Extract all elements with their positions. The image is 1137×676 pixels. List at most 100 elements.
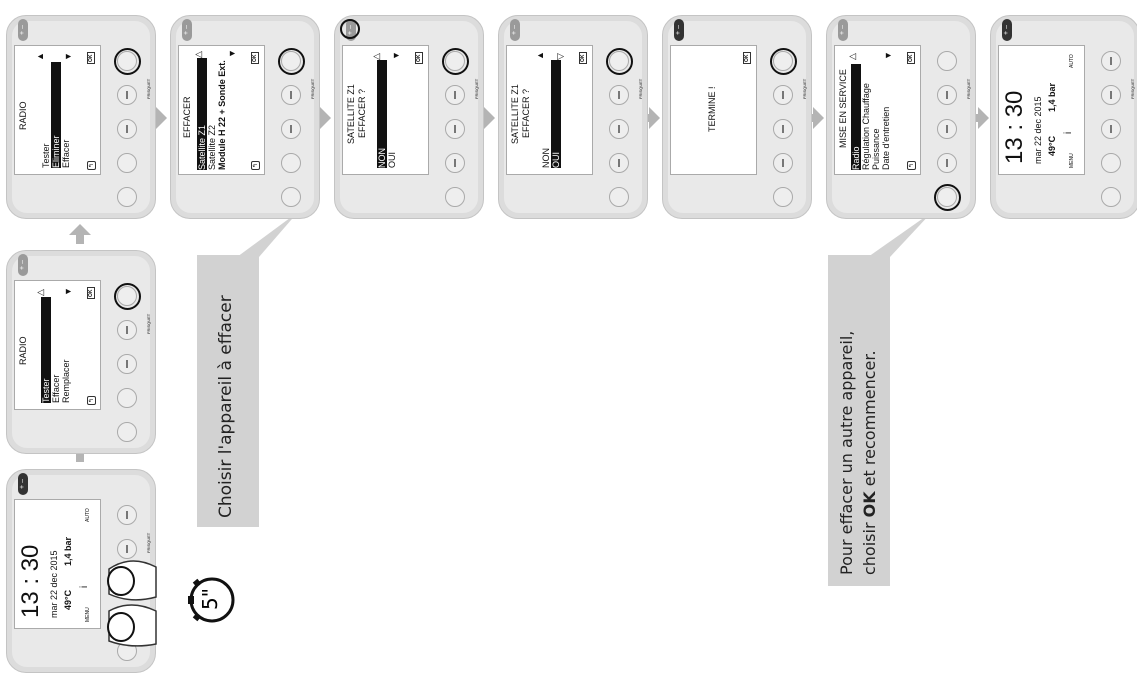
info-button[interactable] — [609, 119, 629, 139]
finger-press-icons — [107, 560, 157, 647]
menu-item-module[interactable]: Module H 22 + Sonde Ext. — [217, 60, 227, 170]
auto-button[interactable] — [117, 85, 137, 105]
info-button[interactable] — [117, 119, 137, 139]
temperature: 49°C — [1047, 135, 1057, 156]
back-button[interactable] — [445, 187, 465, 207]
auto-button[interactable] — [773, 85, 793, 105]
scroll-up-icon: △ — [847, 53, 857, 60]
plus-minus-buttons[interactable]: + – — [18, 473, 28, 495]
menu-item-entretien[interactable]: Date d'entretien — [881, 106, 891, 170]
mode-button[interactable] — [1101, 51, 1121, 71]
plus-minus-buttons[interactable]: + – — [182, 19, 192, 41]
option-oui[interactable]: OUI — [551, 60, 561, 168]
brand-label: FRISQUET — [1130, 78, 1135, 99]
screen-radio-eliminer: RADIO Tester Eliminer Effacer ▲ ▼ ↰ OK — [14, 45, 101, 175]
menu-item-satellite-z1[interactable]: Satellite Z1 — [197, 58, 207, 170]
menu-button[interactable] — [609, 153, 629, 173]
arrow-shaft — [76, 235, 84, 244]
option-non[interactable]: NON — [377, 60, 387, 168]
scroll-up-icon: △ — [35, 289, 45, 296]
menu-button[interactable] — [937, 153, 957, 173]
scroll-up-icon: ▲ — [535, 51, 545, 60]
info-button[interactable] — [1101, 119, 1121, 139]
auto-button[interactable] — [281, 85, 301, 105]
menu-item-tester[interactable]: Tester — [41, 143, 51, 168]
arrow-shaft — [76, 453, 84, 462]
scroll-up-icon: △ — [371, 53, 381, 60]
callout-erase-another — [828, 255, 890, 586]
ok-button[interactable] — [937, 51, 957, 71]
confirm-line1: SATELLITE Z1 — [510, 84, 520, 144]
auto-button[interactable] — [445, 85, 465, 105]
brand-label: FRISQUET — [966, 78, 971, 99]
back-button[interactable] — [1101, 187, 1121, 207]
menu-button[interactable] — [445, 153, 465, 173]
auto-label: AUTO — [85, 508, 91, 522]
back-icon: ↰ — [251, 160, 260, 170]
scroll-up-icon: ▲ — [35, 52, 45, 61]
scroll-down-icon: ▼ — [391, 51, 401, 60]
device-termine: TERMINE ! OK + – FRISQUET — [662, 15, 812, 219]
brand-label: FRISQUET — [474, 78, 479, 99]
arrow-up — [69, 224, 91, 235]
menu-item-tester[interactable]: Tester — [41, 297, 51, 403]
screen-title: MISE EN SERVICE — [838, 69, 848, 148]
back-button[interactable] — [609, 187, 629, 207]
menu-item-puissance[interactable]: Puissance — [871, 128, 881, 170]
menu-button[interactable] — [281, 153, 301, 173]
stopwatch-icon: 5" — [180, 570, 240, 630]
screen-title: RADIO — [18, 101, 28, 130]
plus-minus-buttons[interactable]: + – — [1002, 19, 1012, 41]
auto-button[interactable] — [117, 320, 137, 340]
screen-termine: TERMINE ! OK — [670, 45, 757, 175]
auto-button[interactable] — [937, 85, 957, 105]
option-non[interactable]: NON — [541, 148, 551, 168]
brand-label: FRISQUET — [310, 78, 315, 99]
menu-item-effacer[interactable]: Effacer — [51, 374, 61, 403]
plus-minus-buttons[interactable]: + – — [18, 254, 28, 276]
plus-minus-buttons[interactable]: + – — [18, 19, 28, 41]
highlight-ring — [114, 283, 141, 310]
menu-item-radio[interactable]: Radio — [851, 64, 861, 170]
back-button[interactable] — [117, 422, 137, 442]
plus-minus-buttons[interactable]: + – — [510, 19, 520, 41]
menu-item-eliminer[interactable]: Eliminer — [51, 62, 61, 168]
highlight-ring — [278, 48, 305, 75]
menu-button[interactable] — [773, 153, 793, 173]
mode-button[interactable] — [117, 505, 137, 525]
arrow-right — [156, 107, 167, 129]
option-oui[interactable]: OUI — [387, 151, 397, 168]
date: mar 22 dec 2015 — [1033, 96, 1043, 164]
device-home-end: 13 : 30 mar 22 dec 2015 49°C 1,4 bar MEN… — [990, 15, 1137, 219]
info-button[interactable] — [773, 119, 793, 139]
menu-item-remplacer[interactable]: Remplacer — [61, 359, 71, 403]
info-button[interactable] — [445, 119, 465, 139]
plus-minus-buttons[interactable]: + – — [838, 19, 848, 41]
ok-icon: OK — [907, 52, 915, 64]
plus-minus-buttons[interactable]: + – — [674, 19, 684, 41]
screen-home: 13 : 30 mar 22 dec 2015 49°C 1,4 bar MEN… — [14, 499, 101, 629]
temperature: 49°C — [63, 589, 73, 610]
menu-button[interactable] — [117, 388, 137, 408]
info-button[interactable] — [117, 354, 137, 374]
back-button[interactable] — [281, 187, 301, 207]
highlight-ring — [340, 19, 360, 39]
info-button[interactable] — [937, 119, 957, 139]
pressure: 1,4 bar — [63, 536, 73, 566]
back-button[interactable] — [773, 187, 793, 207]
menu-button[interactable] — [1101, 153, 1121, 173]
menu-item-satellite-z2[interactable]: Satellite Z2 — [207, 124, 217, 170]
menu-item-regulation[interactable]: Régulation Chauffage — [861, 83, 871, 170]
menu-button[interactable] — [117, 153, 137, 173]
auto-button[interactable] — [609, 85, 629, 105]
menu-label: MENU — [1069, 153, 1075, 168]
back-button[interactable] — [117, 187, 137, 207]
clock: 13 : 30 — [17, 544, 44, 618]
device-home-start: 13 : 30 mar 22 dec 2015 49°C 1,4 bar MEN… — [6, 469, 157, 673]
screen-effacer: EFFACER Satellite Z1 Satellite Z2 Module… — [178, 45, 265, 175]
menu-item-effacer[interactable]: Effacer — [61, 139, 71, 168]
info-button[interactable] — [281, 119, 301, 139]
auto-button[interactable] — [1101, 85, 1121, 105]
arrow-right — [813, 107, 824, 129]
